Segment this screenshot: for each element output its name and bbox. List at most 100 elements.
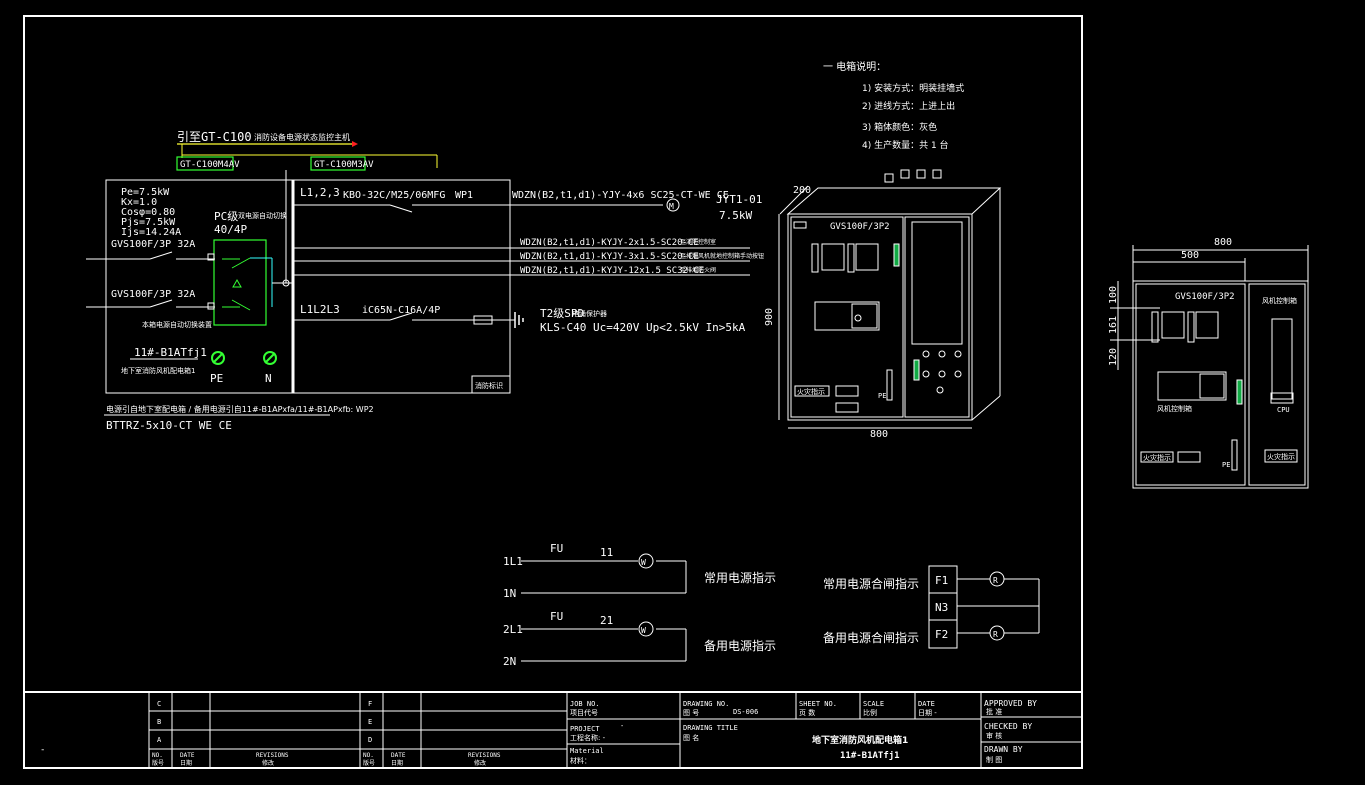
side-fire-label-2: 火灾指示 bbox=[1267, 452, 1295, 461]
dim-900: 900 bbox=[764, 308, 775, 326]
pe-bar-icon bbox=[886, 369, 893, 401]
ats-contact2 bbox=[231, 299, 251, 311]
cabinet-top bbox=[786, 187, 1002, 215]
front-view-cabinet: GVS100F/3P2 火灾指示 PE 200 900 800 bbox=[764, 169, 1002, 440]
control-cable-1: WDZN(B2,t1,d1)-KYJY-2x1.5-SC20-CE bbox=[520, 238, 699, 248]
rev-b: B bbox=[157, 718, 161, 726]
date-cn: 日期 bbox=[180, 759, 192, 767]
left-dash: - bbox=[40, 745, 45, 755]
notes-block: 一 电箱说明： 1) 安装方式：明装挂墙式 2) 进线方式：上进上出 3) 箱体… bbox=[823, 60, 964, 151]
rev-cn: 修改 bbox=[262, 759, 274, 767]
motor-power: 7.5kW bbox=[719, 209, 752, 222]
line2-b: 2N bbox=[503, 655, 516, 668]
project-dash: - bbox=[620, 722, 624, 730]
pe-bar-icon bbox=[1231, 439, 1238, 471]
spd-label: T2级SPD bbox=[540, 307, 584, 320]
normal-close-label: 常用电源合闸指示 bbox=[823, 576, 919, 591]
gland-icon bbox=[900, 169, 910, 179]
control-note-2: 至排烟风机就地控制箱手动按钮 bbox=[680, 252, 764, 260]
lamp-icon bbox=[922, 370, 930, 378]
lamp-icon bbox=[922, 350, 930, 358]
ats-unit-icon bbox=[1157, 371, 1227, 401]
drawn: DRAWN BY bbox=[984, 745, 1023, 754]
cpu-label: CPU bbox=[1277, 406, 1290, 414]
ats-sub: 双电源自动切换 bbox=[238, 211, 287, 220]
gland-icon bbox=[916, 169, 926, 179]
lamp-icon bbox=[638, 553, 654, 569]
pe-label: PE bbox=[210, 372, 223, 385]
control-cable-3: WDZN(B2,t1,d1)-KYJY-12x1.5 SC32-CE bbox=[520, 266, 704, 276]
fire-label-box bbox=[1264, 449, 1298, 463]
date-cn-2: 日期 bbox=[391, 759, 403, 767]
ats-unit-icon bbox=[814, 301, 880, 331]
module2-label: GT-C100M3AV bbox=[314, 160, 374, 170]
knob-icon bbox=[854, 314, 862, 322]
rev-f: F bbox=[368, 700, 372, 708]
side-pe-label: PE bbox=[1222, 461, 1230, 469]
note-item: 1) 安装方式：明装挂墙式 bbox=[862, 82, 964, 94]
control-note-1: 至消防控制室 bbox=[680, 238, 716, 246]
dim-800: 800 bbox=[870, 429, 888, 440]
sheet-cn: 页 数 bbox=[799, 708, 815, 717]
cabinet-bottom-edge bbox=[971, 395, 1001, 421]
terminal-strip-icon bbox=[1151, 311, 1159, 343]
box-id: 11#-B1ATfj1 bbox=[134, 346, 207, 359]
drawing-title-cn: 图 名 bbox=[683, 733, 699, 742]
arrow-icon bbox=[352, 141, 358, 147]
motor-symbol: M bbox=[669, 202, 674, 211]
material: Material bbox=[570, 747, 604, 755]
wp1-label: WP1 bbox=[455, 190, 473, 201]
drawing-no-val: DS-006 bbox=[733, 708, 758, 716]
backup-close-label: 备用电源合闸指示 bbox=[823, 630, 919, 645]
material-cn: 材料： bbox=[570, 756, 591, 765]
pe-slash bbox=[212, 352, 224, 364]
motor-icon bbox=[666, 198, 680, 212]
load-params: Pe=7.5kW Kx=1.0 Cosφ=0.80 Pjs=7.5kW Ijs=… bbox=[121, 187, 181, 238]
notes-title: 一 电箱说明： bbox=[823, 60, 886, 73]
n-label: N bbox=[265, 372, 272, 385]
cabinet-right-door bbox=[904, 216, 970, 418]
ats-display-icon bbox=[851, 303, 878, 329]
checked-cn: 审 核 bbox=[986, 731, 1002, 740]
title-block-text: - C B A F E D NO. 版号 DATE 日期 REVISIONS 修… bbox=[40, 699, 1037, 767]
lamp-icon bbox=[936, 386, 944, 394]
kbo-label: KBO-32C/M25/06MFG bbox=[343, 190, 445, 201]
terminal-icon bbox=[207, 302, 215, 310]
cabinet-note-box bbox=[471, 375, 511, 394]
cabinet-left-door bbox=[790, 216, 904, 418]
terminal-icon bbox=[207, 253, 215, 261]
side-dim-161: 161 bbox=[1108, 316, 1119, 334]
bus2-label: L1L2L3 bbox=[300, 303, 340, 316]
side-dim-120: 120 bbox=[1108, 348, 1119, 366]
gland-icon bbox=[884, 173, 894, 183]
handle-icon bbox=[835, 402, 859, 413]
terminal-block bbox=[928, 565, 958, 649]
line2-a: 2L1 bbox=[503, 623, 523, 636]
breaker1-label: GVS100F/3P 32A bbox=[111, 239, 195, 250]
n-slash bbox=[264, 352, 276, 364]
side-right-door bbox=[1248, 283, 1306, 486]
date-label-2: DATE bbox=[391, 752, 406, 759]
dim-200: 200 bbox=[793, 185, 811, 196]
cpu-box bbox=[1270, 392, 1294, 404]
date2-cn: 日期 - bbox=[918, 709, 937, 717]
terminal-strip-icon bbox=[811, 243, 819, 273]
drawing-no: DRAWING NO. bbox=[683, 700, 729, 708]
nameplate-icon bbox=[793, 221, 807, 229]
pe-terminal-icon bbox=[211, 351, 225, 365]
no-label: NO. bbox=[152, 752, 163, 759]
control-note-3: 至排烟防火阀 bbox=[680, 266, 716, 274]
date: DATE bbox=[918, 700, 935, 708]
box-desc: 地下室消防风机配电箱1 bbox=[121, 366, 195, 375]
approved: APPROVED BY bbox=[984, 699, 1037, 708]
lamp-icon bbox=[954, 350, 962, 358]
side-view-cabinet: 800 500 100 161 120 GVS100F/3P2 风机控制箱 风机… bbox=[1108, 237, 1309, 489]
note-item: 3) 箱体颜色：灰色 bbox=[862, 121, 937, 133]
kbo-switch bbox=[389, 204, 413, 213]
rev-label: REVISIONS bbox=[256, 752, 289, 759]
ats-label: PC级 bbox=[214, 210, 238, 223]
param-ijs: Ijs=14.24A bbox=[121, 227, 181, 238]
drawn-cn: 制 图 bbox=[986, 755, 1002, 764]
gland-icon bbox=[932, 169, 942, 179]
spd-spec: KLS-C40 Uc=420V Up<2.5kV In>5kA bbox=[540, 321, 746, 334]
